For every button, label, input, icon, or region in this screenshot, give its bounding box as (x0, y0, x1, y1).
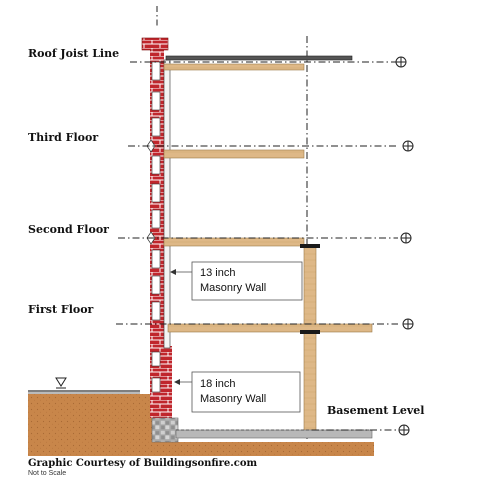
not-to-scale-note: Not to Scale (28, 470, 66, 477)
callout-lower-line2: Masonry Wall (200, 393, 266, 405)
credit-text: Graphic Courtesy of Buildingsonfire.com (28, 458, 258, 469)
callout-upper-line1: 13 inch (200, 267, 235, 279)
callout-upper-line2: Masonry Wall (200, 282, 266, 294)
first-floor-joist (167, 323, 373, 333)
grade-marker-icon (55, 377, 67, 387)
level-target-icons (395, 56, 414, 436)
roof-joist (163, 63, 305, 71)
parapet-cap (141, 37, 169, 51)
label-first-floor: First Floor (28, 303, 94, 316)
level-target-icon-roof (395, 56, 407, 68)
second-floor-joist (163, 237, 305, 247)
inner-wall-face (163, 59, 171, 349)
callout-lower-wall: 18 inch Masonry Wall (174, 371, 301, 413)
earth-fill-lower (152, 442, 374, 456)
basement-slab (175, 429, 373, 439)
column-caps (300, 244, 320, 334)
roof-deck (165, 55, 353, 61)
level-lines (116, 61, 398, 431)
stone-footing (151, 417, 179, 443)
timber-column-upper (303, 245, 317, 325)
earth-fill (28, 394, 152, 456)
timber-column-lower (303, 331, 317, 433)
callout-lower-line1: 18 inch (200, 378, 235, 390)
level-target-icon-basement (398, 424, 410, 436)
level-target-icon-third (402, 140, 414, 152)
wall-openings (151, 61, 161, 393)
label-second-floor: Second Floor (28, 223, 109, 236)
label-third-floor: Third Floor (28, 131, 98, 144)
callout-upper-wall: 13 inch Masonry Wall (170, 261, 303, 301)
third-floor-joist (163, 149, 305, 159)
label-roof-joist-line: Roof Joist Line (28, 47, 119, 60)
level-target-icon-first (402, 318, 414, 330)
label-basement-level: Basement Level (327, 404, 424, 417)
level-target-icon-second (400, 232, 412, 244)
